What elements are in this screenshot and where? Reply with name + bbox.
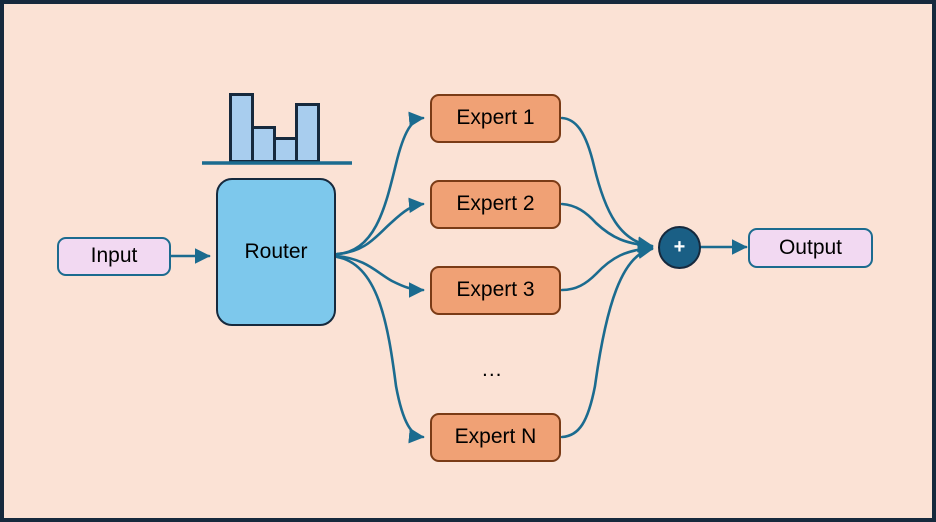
histogram-bar-1 bbox=[229, 93, 254, 163]
histogram-bars bbox=[229, 93, 320, 163]
edge-expert-n-to-sum bbox=[560, 243, 654, 439]
router-node[interactable]: Router bbox=[216, 178, 336, 326]
expert-label: Expert 1 bbox=[456, 106, 535, 130]
histogram-bar-3 bbox=[273, 137, 298, 163]
input-label: Input bbox=[90, 244, 138, 268]
router-gate-histogram-icon bbox=[202, 93, 352, 165]
output-label: Output bbox=[778, 235, 843, 259]
edge-router-to-expert-2 bbox=[335, 197, 425, 256]
histogram-bar-2 bbox=[251, 126, 276, 163]
input-node[interactable]: Input bbox=[57, 237, 171, 276]
expert-label: Expert 2 bbox=[456, 192, 535, 216]
expert-label: Expert N bbox=[454, 425, 537, 449]
expert-node-1[interactable]: Expert 1 bbox=[430, 94, 561, 143]
edge-router-to-expert-3 bbox=[335, 254, 425, 298]
edge-expert-1-to-sum bbox=[560, 116, 654, 252]
histogram-bar-4 bbox=[295, 103, 320, 163]
sum-node[interactable]: + bbox=[658, 226, 701, 269]
experts-ellipsis: ... bbox=[482, 358, 503, 381]
expert-node-3[interactable]: Expert 3 bbox=[430, 266, 561, 315]
output-node[interactable]: Output bbox=[748, 228, 873, 268]
expert-node-n[interactable]: Expert N bbox=[430, 413, 561, 462]
expert-node-2[interactable]: Expert 2 bbox=[430, 180, 561, 229]
edge-expert-2-to-sum bbox=[560, 202, 654, 253]
edge-router-to-expert-n bbox=[335, 255, 425, 444]
router-label: Router bbox=[244, 239, 308, 263]
edge-expert-3-to-sum bbox=[560, 241, 654, 292]
expert-label: Expert 3 bbox=[456, 278, 535, 302]
plus-icon: + bbox=[673, 236, 686, 258]
